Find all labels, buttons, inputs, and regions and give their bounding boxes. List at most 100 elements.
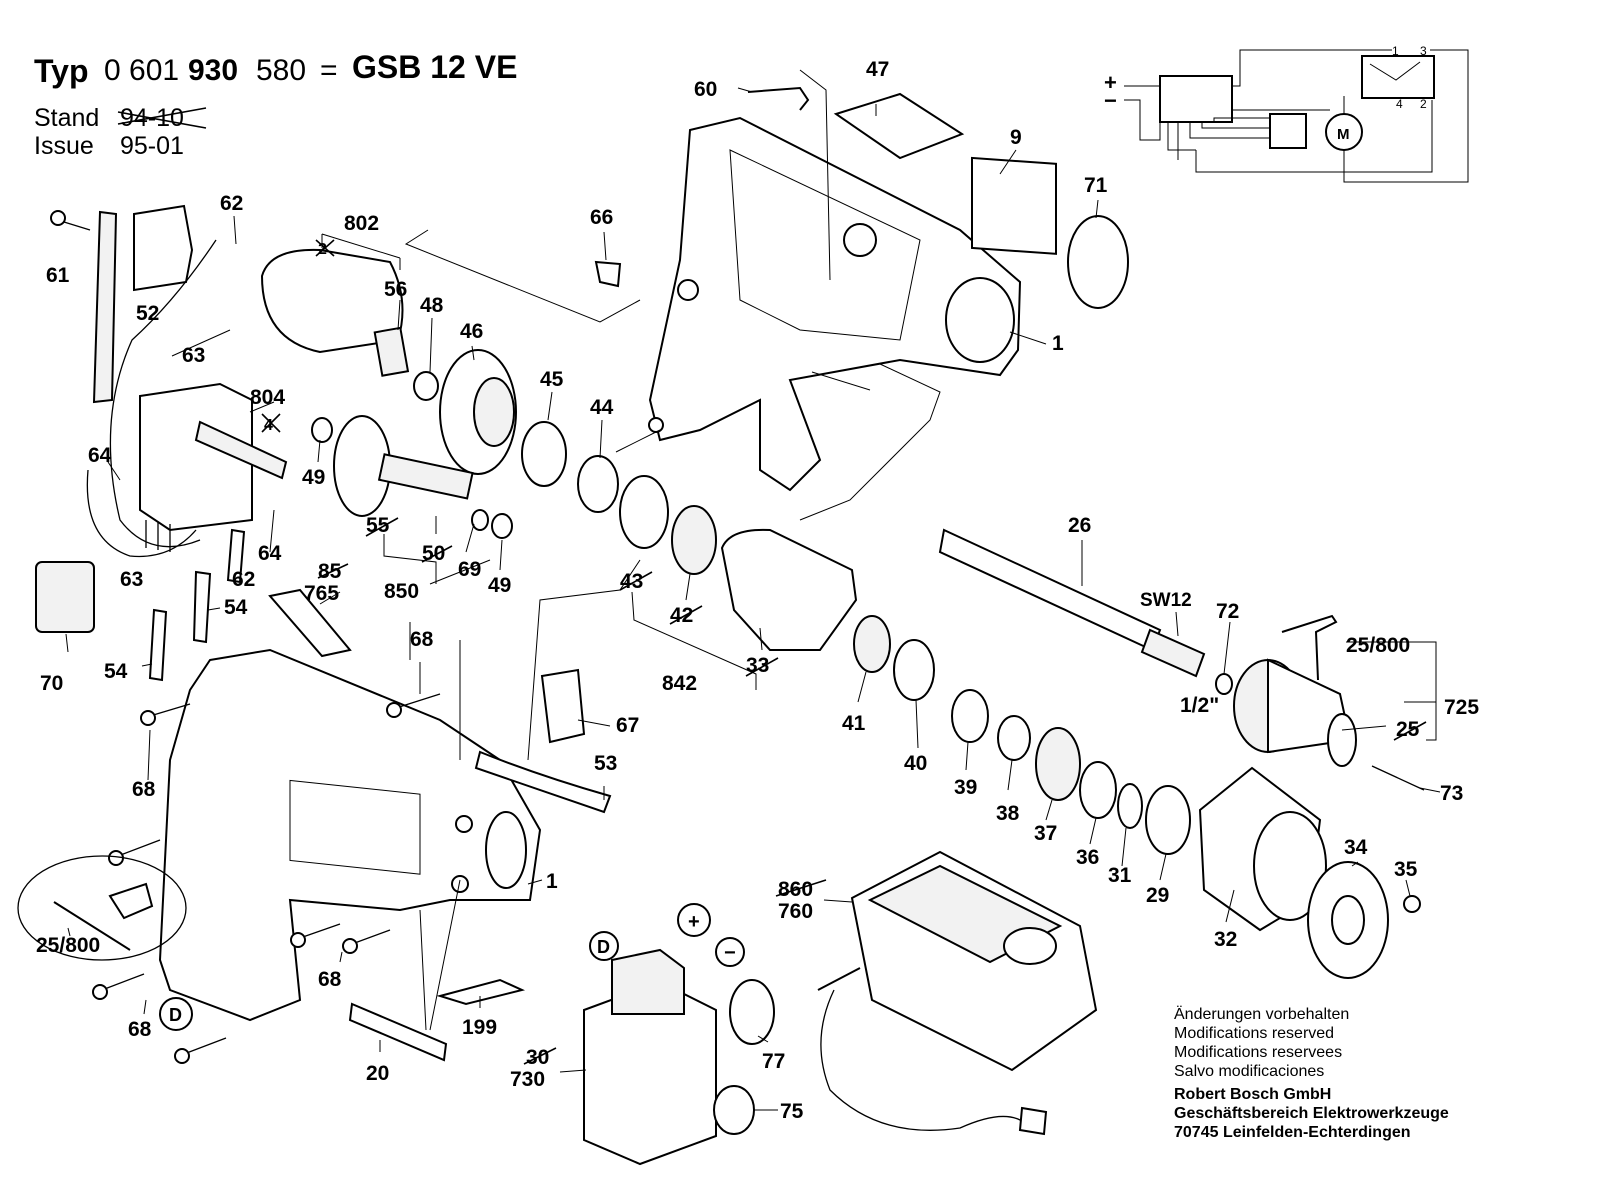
minus-terminal-badge	[715, 937, 745, 967]
label-60: 60	[694, 78, 717, 101]
ring-41	[853, 615, 891, 673]
chuck-key-25-800	[1281, 614, 1338, 681]
label-53: 53	[594, 752, 617, 775]
leader-lines	[65, 69, 1441, 1111]
housing-upper	[648, 116, 1022, 492]
terminal-2: 2	[1420, 97, 1427, 111]
label-85: 85	[318, 560, 342, 583]
issue-value: 95-01	[120, 132, 184, 160]
footer-line-3: Modifications reservees	[1174, 1044, 1342, 1061]
housing-upper-boss	[677, 279, 699, 301]
label-68-bottom: 68	[128, 1018, 152, 1041]
label-50: 50	[422, 542, 445, 565]
label-40: 40	[904, 752, 927, 775]
label-47: 47	[866, 58, 889, 81]
label-d-battery: D	[597, 937, 610, 957]
housing-d-badge	[159, 997, 193, 1031]
housing-upper-inner	[729, 149, 921, 341]
label-29: 29	[1146, 884, 1169, 907]
housing-upper-hole	[648, 417, 664, 433]
switch-cap-47	[833, 92, 965, 160]
label-75: 75	[780, 1100, 804, 1123]
footer-line-5: Robert Bosch GmbH	[1174, 1086, 1331, 1103]
footer-notes: Änderungen vorbehalten Modifications res…	[1174, 1005, 1449, 1141]
label-68-mid: 68	[318, 968, 342, 991]
label-37: 37	[1034, 822, 1057, 845]
label-68-top: 68	[410, 628, 434, 651]
charger-plug-lead	[817, 967, 861, 991]
nameplate-9	[971, 156, 1057, 255]
gear-55	[333, 415, 474, 517]
strip-765	[268, 588, 352, 658]
label-25: 25	[1396, 718, 1420, 741]
spring-clip-53	[474, 750, 612, 814]
disc-75	[713, 1085, 755, 1135]
plate-199	[436, 978, 526, 1006]
footer-line-7: 70745 Leinfelden-Echterdingen	[1174, 1124, 1411, 1141]
wiring-minus: −	[1104, 88, 1117, 113]
label-860: 860	[778, 878, 813, 901]
clip-66	[594, 260, 622, 288]
screw-73	[1371, 765, 1425, 791]
gear-46	[439, 349, 517, 475]
gear-housing-33	[720, 528, 858, 651]
label-49-right: 49	[488, 574, 511, 597]
washer-36	[1079, 761, 1117, 819]
label-804: 804	[250, 386, 285, 409]
gear-ring-42	[671, 505, 717, 575]
motor-body	[260, 248, 404, 354]
label-sw12: SW12	[1140, 590, 1192, 611]
label-32: 32	[1214, 928, 1237, 951]
clip-67	[540, 668, 586, 744]
label-34: 34	[1344, 836, 1368, 859]
bearing-29	[1145, 785, 1191, 855]
washer-72	[1215, 673, 1233, 695]
screw-35	[1403, 895, 1421, 913]
label-20: 20	[366, 1062, 389, 1085]
label-67: 67	[616, 714, 639, 737]
wiring-traces	[1167, 117, 1270, 160]
label-62-bottom: 62	[232, 568, 255, 591]
issue-label: Issue	[34, 132, 94, 160]
plus-terminal-badge	[677, 903, 711, 937]
battery-terminal-block	[611, 948, 685, 1015]
battery-pack-730	[583, 948, 717, 1166]
label-63-bottom: 63	[120, 568, 143, 591]
label-43: 43	[620, 570, 643, 593]
label-48: 48	[420, 294, 444, 317]
housing-lower-hole-a	[455, 815, 473, 833]
inset-outline	[17, 855, 187, 961]
housing-lower	[158, 648, 542, 1022]
housing-lower-shell	[158, 648, 542, 1022]
label-30: 30	[526, 1046, 549, 1069]
wiring-schematic: + − M 1 3 4 2	[1104, 44, 1469, 183]
terminal-4: 4	[1396, 97, 1403, 111]
motor-56	[260, 248, 410, 377]
charger-cable	[820, 989, 1040, 1131]
spindle-26	[938, 528, 1206, 678]
header-title: Typ 0 601 930 580 = GSB 12 VE Stand 94-1…	[34, 49, 517, 160]
label-49-left: 49	[302, 466, 325, 489]
disc-71	[1067, 215, 1129, 309]
motor-label: M	[1337, 126, 1350, 143]
label-56: 56	[384, 278, 407, 301]
wiring-loop	[1195, 49, 1469, 183]
footer-line-2: Modifications reserved	[1174, 1025, 1334, 1042]
label-42: 42	[670, 604, 693, 627]
inset-chuck-key	[53, 882, 154, 951]
motor-shaft-pinion	[373, 326, 410, 377]
label-35: 35	[1394, 858, 1418, 881]
terminal-3: 3	[1420, 44, 1427, 58]
charger-plug	[1018, 1106, 1048, 1136]
part-labels: 60 47 9 71 1 66 62 802 2 61 52 56 48 46 …	[36, 58, 1479, 1123]
stand-strike-2	[117, 111, 207, 129]
screw-61	[50, 210, 91, 231]
ring-40	[893, 639, 935, 701]
label-31: 31	[1108, 864, 1132, 887]
label-199: 199	[462, 1016, 497, 1039]
collar-32	[1198, 766, 1327, 932]
lead-62b	[226, 528, 246, 584]
label-730: 730	[510, 1068, 545, 1091]
typ-label: Typ	[34, 53, 89, 89]
